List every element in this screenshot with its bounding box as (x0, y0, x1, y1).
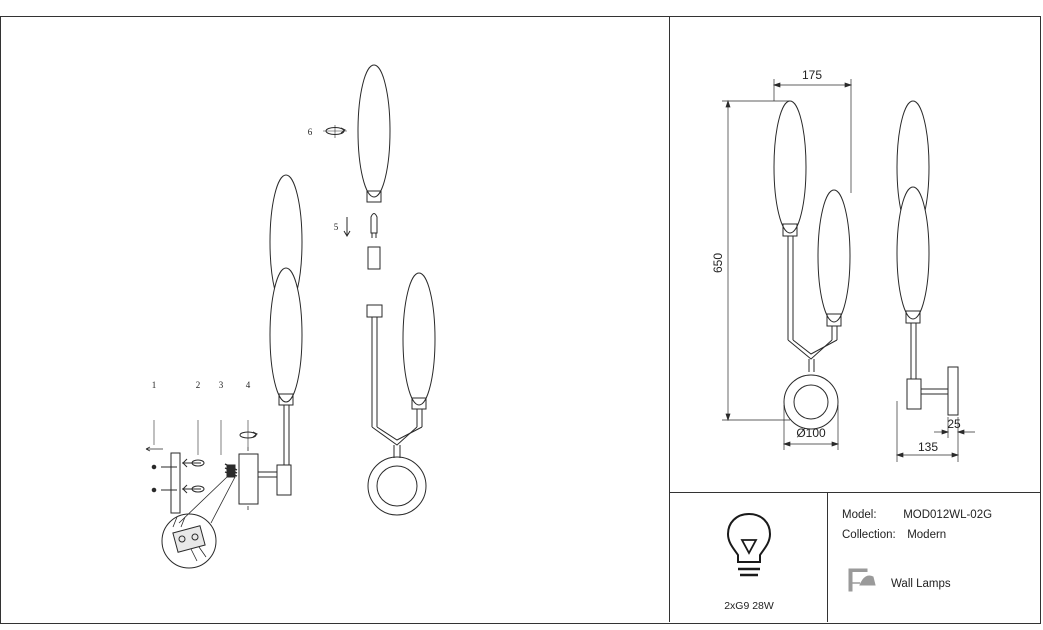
model-row: Model: MOD012WL-02G (842, 509, 992, 521)
socket-drawing (367, 246, 381, 270)
front-ring-outer (783, 374, 839, 430)
y-branch (371, 426, 418, 446)
collection-value: Modern (907, 529, 947, 541)
assembly-drawing: 1 2 3 4 5 6 (145, 64, 436, 569)
front-ring-inner (793, 384, 829, 420)
model-value: MOD012WL-02G (903, 509, 993, 521)
dimension-drawing: 175 650 Ø100 135 25 (711, 68, 975, 462)
dimension-projection: 135 (918, 440, 938, 454)
category-label: Wall Lamps (891, 578, 951, 590)
glass-shade-top (357, 64, 391, 198)
dimension-ring-diameter: Ø100 (796, 426, 826, 440)
g9-bulb-drawing (370, 213, 378, 234)
front-shade-right (817, 189, 851, 323)
step-number: 6 (308, 127, 313, 137)
ring-outer (367, 456, 427, 516)
model-info-panel: Model: MOD012WL-02G Collection: Modern W… (828, 493, 1040, 622)
collection-label: Collection: (842, 529, 896, 541)
bulb-spec-panel: 2xG9 28W (670, 493, 828, 622)
bulb-spec-text: 2xG9 28W (724, 600, 774, 612)
step-number: 3 (219, 380, 224, 390)
drawing-sheet: 1 2 3 4 5 6 (0, 16, 1041, 624)
glass-shade-side (402, 272, 436, 406)
profile-backplate (947, 366, 959, 416)
step-number: 2 (196, 380, 201, 390)
front-shade-left (773, 100, 807, 234)
shade-cap-top (366, 190, 382, 203)
light-bulb-icon (726, 512, 772, 577)
side-shade-cap (278, 393, 294, 406)
dimension-backplate: 25 (947, 417, 961, 431)
step-number: 4 (246, 380, 251, 390)
collection-row: Collection: Modern (842, 529, 946, 541)
model-label: Model: (842, 509, 877, 521)
step-number: 5 (334, 222, 339, 232)
side-arm-block (276, 464, 292, 496)
profile-arm-block (906, 378, 922, 410)
ring-inner (376, 465, 418, 507)
backplate (238, 453, 259, 505)
dimension-width: 175 (802, 68, 822, 82)
shade-cap-side (411, 397, 427, 410)
dimension-panel: 175 650 Ø100 135 25 (670, 17, 1040, 493)
dimension-height: 650 (711, 253, 725, 273)
side-shade-front (269, 267, 303, 403)
wiring-detail-circle (161, 513, 217, 569)
socket-holder (366, 304, 383, 318)
assembly-panel: 1 2 3 4 5 6 (1, 17, 670, 622)
profile-shade-front (896, 186, 930, 320)
step-number: 1 (152, 380, 157, 390)
